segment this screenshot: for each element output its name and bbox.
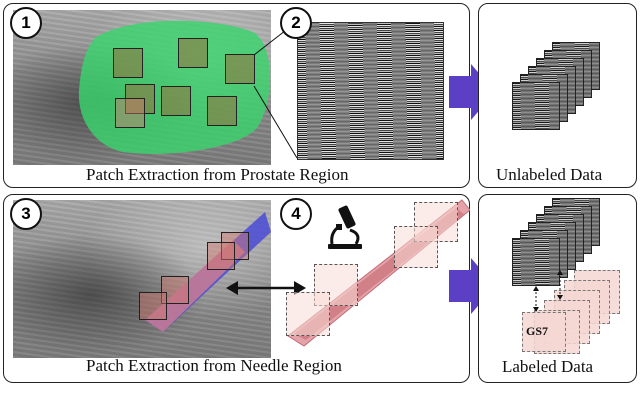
patch-square: [178, 38, 208, 68]
labeled-patch-stack: GS7: [512, 196, 632, 356]
step-badge-1: 1: [10, 7, 42, 39]
step-badge-2: 2: [280, 7, 312, 39]
double-arrow-icon: [226, 281, 306, 295]
needle-patch-square: [161, 276, 189, 304]
gleason-score-label: GS7: [526, 324, 549, 338]
caption-needle-extraction: Patch Extraction from Needle Region: [86, 356, 342, 375]
right-arrow-icon: [449, 64, 495, 120]
patch-square: [207, 96, 237, 126]
patch-square: [115, 98, 145, 128]
microscope-icon: [328, 205, 362, 249]
unlabeled-patch-stack: [512, 40, 612, 140]
pathology-card: [522, 312, 566, 352]
caption-prostate-extraction: Patch Extraction from Prostate Region: [86, 165, 349, 184]
patch-square: [161, 86, 191, 116]
needle-patch-square: [207, 242, 235, 270]
pathology-patch-square: [286, 292, 330, 336]
patch-square: [113, 48, 143, 78]
ultrasound-image-needle: [13, 200, 271, 358]
stack-card: [512, 82, 560, 130]
ultrasound-image-prostate: [13, 10, 271, 165]
caption-unlabeled-data: Unlabeled Data: [496, 165, 603, 184]
right-arrow-icon: [449, 258, 495, 314]
step-badge-3: 3: [10, 198, 42, 230]
patch-square: [225, 54, 255, 84]
patch-square: [125, 84, 155, 114]
stack-card: [512, 238, 560, 286]
pathology-patch-square: [394, 226, 438, 268]
step-badge-4: 4: [280, 198, 312, 230]
correspondence-arrows: [533, 270, 563, 312]
needle-patch-square: [221, 232, 249, 260]
texture-patch-zoom: [297, 22, 444, 160]
needle-path-overlay: [145, 212, 271, 332]
pathology-core: [284, 196, 470, 356]
needle-patch-square: [139, 292, 167, 320]
caption-labeled-data: Labeled Data: [502, 357, 594, 376]
